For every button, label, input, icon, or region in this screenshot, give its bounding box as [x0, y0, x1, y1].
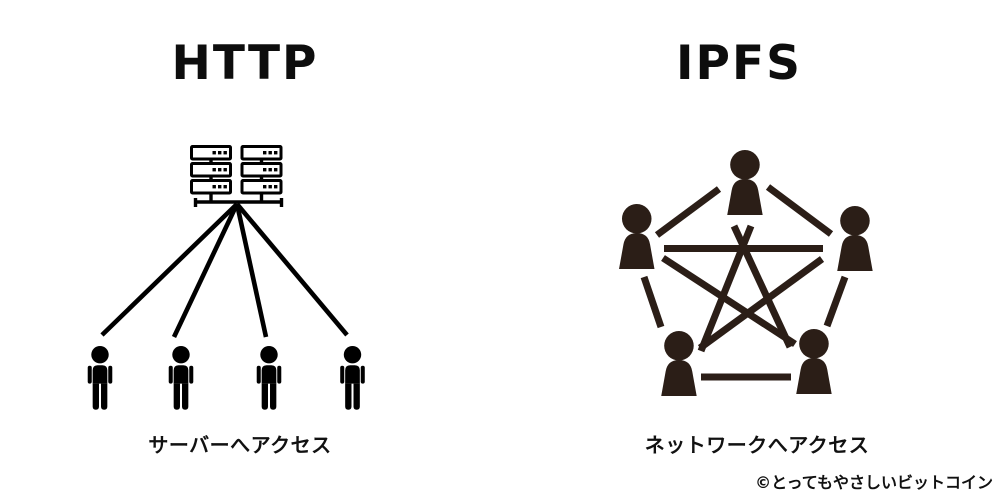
http-topology	[87, 145, 365, 410]
person-standing-icon	[256, 346, 282, 410]
left-panel-caption: サーバーへアクセス	[148, 433, 332, 457]
copyright-credit: ©とってもやさしいビットコイン	[755, 473, 993, 492]
peer-links	[640, 184, 849, 381]
server-stack-icon	[190, 145, 284, 207]
client-users	[87, 346, 365, 410]
server-led-dots	[212, 151, 278, 189]
server-client-links	[100, 202, 349, 338]
person-standing-icon	[340, 346, 365, 410]
user-bust-icon	[796, 329, 832, 394]
person-standing-icon	[87, 346, 113, 410]
person-standing-icon	[168, 346, 194, 410]
right-panel-caption: ネットワークへアクセス	[644, 433, 870, 457]
peer-users	[619, 150, 873, 396]
right-panel-title: IPFS	[676, 36, 802, 91]
user-bust-icon	[661, 331, 697, 396]
left-panel-title: HTTP	[171, 36, 319, 91]
user-bust-icon	[727, 150, 763, 215]
user-bust-icon	[619, 204, 655, 269]
ipfs-topology	[619, 150, 873, 396]
user-bust-icon	[837, 206, 873, 271]
